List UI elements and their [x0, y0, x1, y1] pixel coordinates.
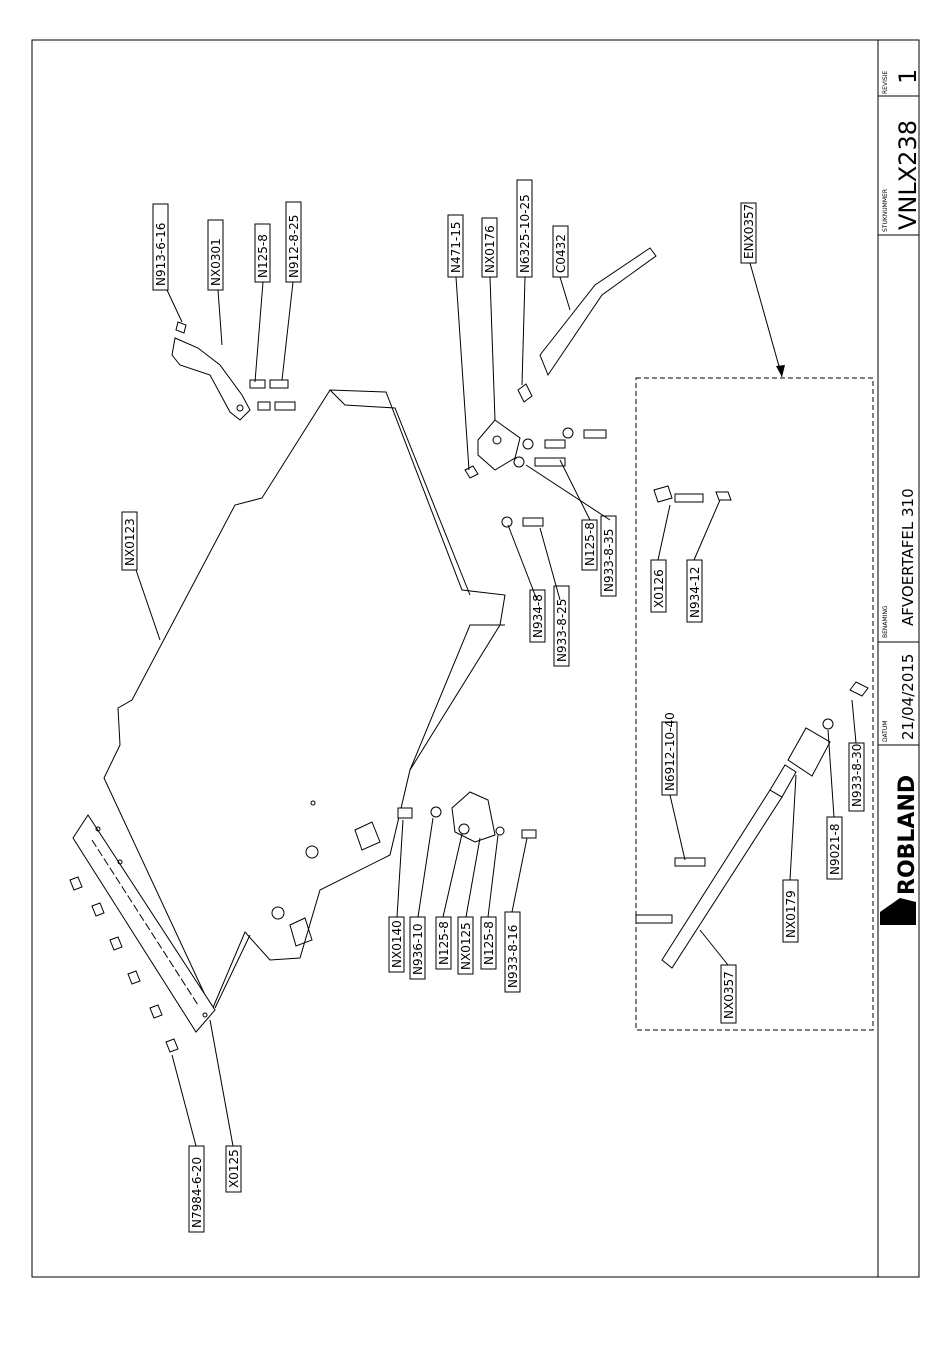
svg-text:X0126: X0126: [652, 569, 666, 608]
label-nx0357: NX0357: [720, 964, 737, 1024]
svg-text:N913-6-16: N913-6-16: [154, 223, 168, 286]
label-nx0140: NX0140: [388, 916, 405, 973]
label-n934-12: N934-12: [686, 559, 703, 623]
svg-text:ROBLAND: ROBLAND: [895, 775, 920, 895]
label-n934-8: N934-8: [529, 589, 546, 643]
svg-text:NX0140: NX0140: [390, 920, 404, 968]
robland-logo: ROBLAND: [880, 775, 920, 925]
svg-text:C0432: C0432: [554, 234, 568, 273]
comb-plate-x0125: [72, 814, 216, 1033]
svg-text:NX0176: NX0176: [483, 225, 497, 273]
revision-header: REVISIE: [882, 71, 889, 94]
svg-text:N6912-10-40: N6912-10-40: [663, 712, 677, 791]
svg-text:N125-8: N125-8: [482, 921, 496, 965]
label-n7984-6-20: N7984-6-20: [188, 1145, 205, 1233]
name-header: BENAMING: [882, 605, 889, 638]
label-x0126: X0126: [650, 559, 667, 613]
drawing-border: [31, 39, 920, 1278]
part-labels: N913-6-16 NX0301 N125-8 N912-8-25 N471-1…: [121, 179, 865, 1233]
svg-text:N471-15: N471-15: [449, 222, 463, 273]
shaft-nx0357: [635, 681, 869, 969]
table-nx0123: [103, 389, 506, 1012]
svg-text:N933-8-35: N933-8-35: [602, 529, 616, 592]
label-n9021-8: N9021-8: [826, 816, 843, 880]
svg-text:NX0301: NX0301: [209, 238, 223, 286]
bracket-nx0301: [171, 321, 296, 421]
label-nx0125: NX0125: [457, 916, 474, 975]
name-value: AFVOERTAFEL 310: [899, 488, 917, 626]
label-n933-8-16: N933-8-16: [504, 911, 521, 993]
part-number-header: STUKNUMMER: [882, 189, 889, 232]
svg-text:N933-8-30: N933-8-30: [850, 744, 864, 807]
svg-text:N933-8-25: N933-8-25: [555, 599, 569, 662]
label-enx0357: ENX0357: [740, 202, 757, 264]
label-n933-8-35: N933-8-35: [600, 515, 617, 597]
fasteners-right: [501, 427, 732, 528]
label-n125-8-d: N125-8: [480, 916, 497, 970]
comb-screws: [69, 876, 179, 1053]
svg-text:N6325-10-25: N6325-10-25: [518, 194, 532, 273]
svg-text:N912-8-25: N912-8-25: [287, 215, 301, 278]
svg-text:N934-12: N934-12: [688, 567, 702, 618]
label-n125-8-a: N125-8: [254, 223, 271, 283]
label-n125-8-b: N125-8: [581, 519, 598, 571]
label-n912-8-25: N912-8-25: [285, 201, 302, 283]
svg-text:N125-8: N125-8: [437, 921, 451, 965]
date-value: 21/04/2015: [899, 654, 917, 740]
svg-text:ENX0357: ENX0357: [742, 204, 756, 259]
label-n6912-10-40: N6912-10-40: [661, 712, 678, 796]
label-nx0176: NX0176: [481, 217, 498, 278]
label-c0432: C0432: [552, 225, 569, 278]
label-n471-15: N471-15: [447, 214, 464, 278]
label-nx0179: NX0179: [782, 879, 799, 943]
label-n6325-10-25: N6325-10-25: [516, 179, 533, 278]
svg-text:NX0125: NX0125: [459, 922, 473, 970]
label-x0125: X0125: [225, 1145, 242, 1193]
svg-text:NX0123: NX0123: [123, 518, 137, 566]
label-n936-10: N936-10: [409, 916, 426, 980]
svg-text:NX0179: NX0179: [784, 890, 798, 938]
title-block: REVISIE 1 STUKNUMMER VNLX238 BENAMING AF…: [877, 40, 922, 1277]
svg-text:N125-8: N125-8: [583, 522, 597, 566]
svg-text:N7984-6-20: N7984-6-20: [190, 1157, 204, 1228]
part-number-value: VNLX238: [894, 120, 922, 230]
svg-text:N9021-8: N9021-8: [828, 824, 842, 875]
label-nx0301: NX0301: [207, 219, 224, 291]
svg-text:N934-8: N934-8: [531, 594, 545, 638]
assembly-enx0357-box: [635, 377, 874, 1031]
revision-value: 1: [894, 69, 922, 84]
label-n913-6-16: N913-6-16: [152, 203, 169, 291]
svg-text:NX0357: NX0357: [722, 971, 736, 1019]
svg-text:X0125: X0125: [227, 1149, 241, 1188]
fasteners-middle: [397, 791, 537, 843]
label-n933-8-30: N933-8-30: [848, 742, 865, 812]
leader-lines: [135, 262, 857, 1147]
label-nx0123: NX0123: [121, 511, 138, 571]
block-nx0176: [464, 247, 657, 479]
svg-text:N936-10: N936-10: [411, 924, 425, 975]
label-n125-8-c: N125-8: [435, 916, 452, 970]
svg-text:N933-8-16: N933-8-16: [506, 925, 520, 988]
label-n933-8-25: N933-8-25: [553, 585, 570, 667]
date-header: DATUM: [882, 721, 889, 742]
svg-text:N125-8: N125-8: [256, 234, 270, 278]
